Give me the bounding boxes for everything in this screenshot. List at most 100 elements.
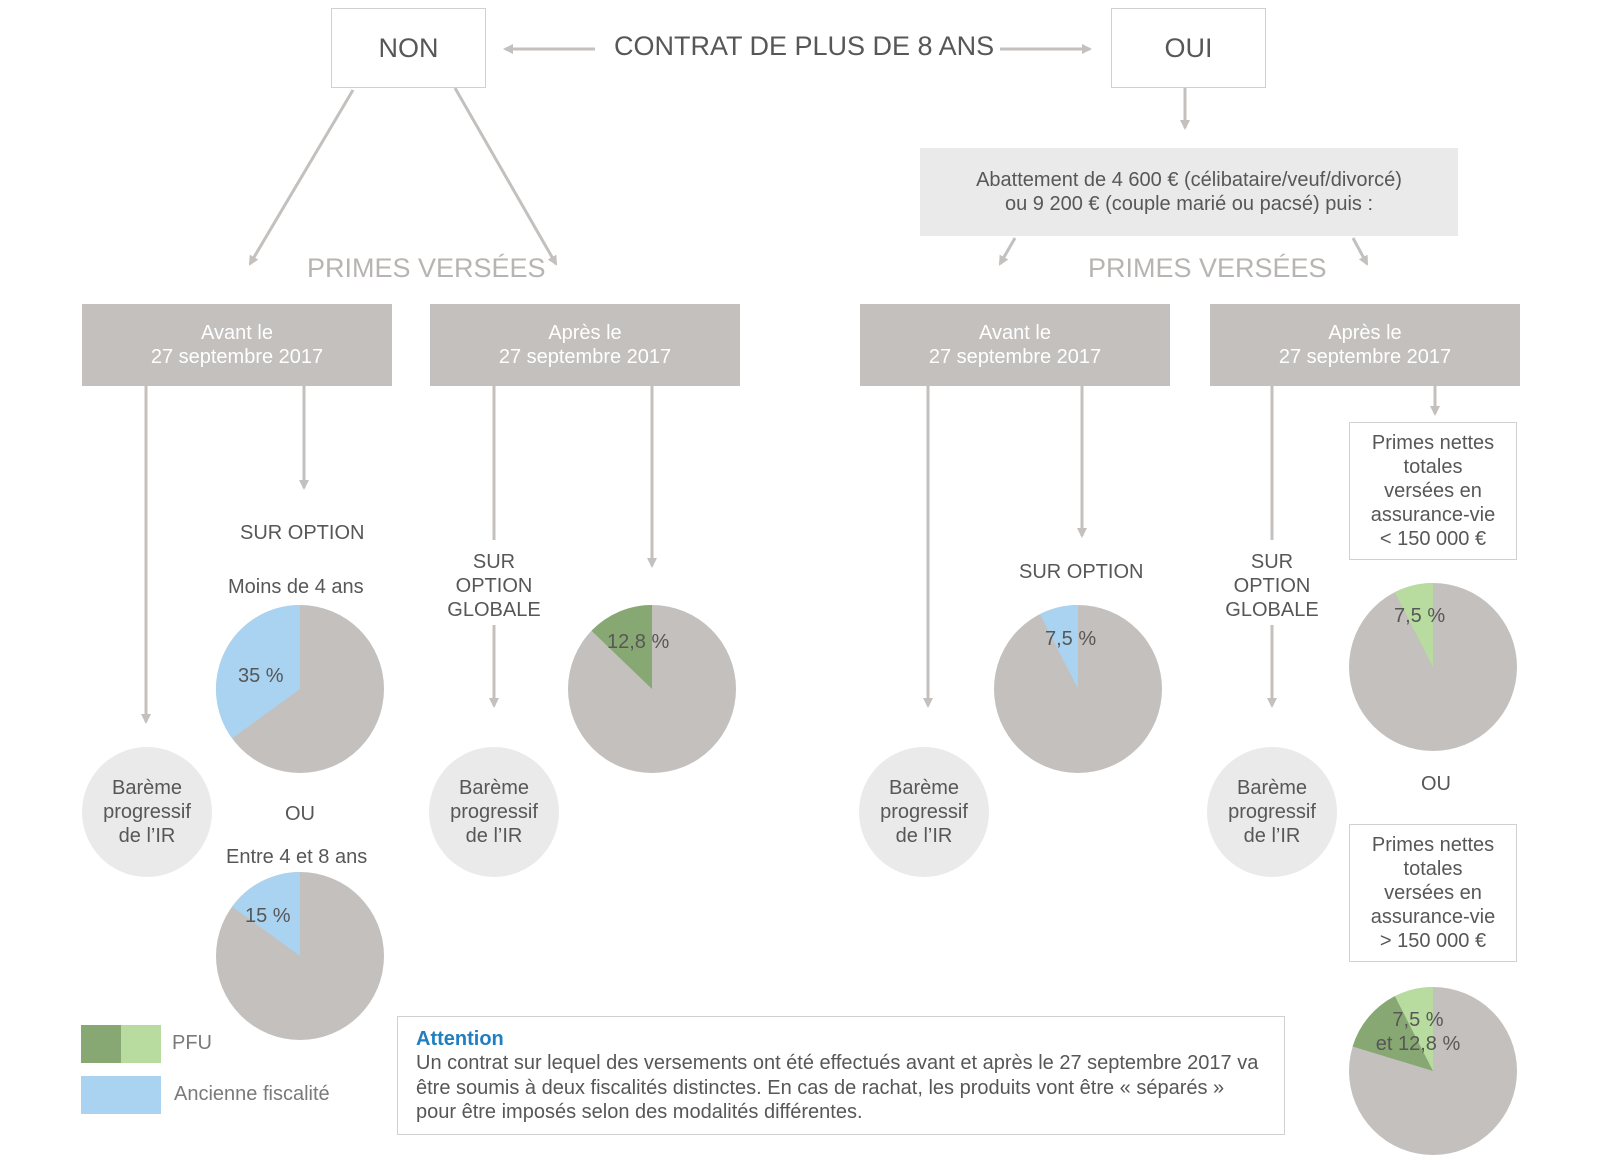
- bareme-line2: progressif: [880, 801, 968, 823]
- pie-label-combo-line1: 7,5 %: [1392, 1009, 1444, 1031]
- pie-6: [1349, 987, 1517, 1155]
- attention-text: Un contrat sur lequel des versements ont…: [416, 1052, 1259, 1124]
- threshold-line: versées en: [1384, 480, 1482, 502]
- sur-word: SUR: [1250, 551, 1294, 573]
- sur-option-label-oui: SUR OPTION: [1019, 561, 1144, 583]
- pie-slice: [591, 605, 652, 689]
- attention-title: Attention: [416, 1028, 504, 1050]
- primes-versees-label-oui: PRIMES VERSÉES: [1088, 253, 1327, 283]
- bareme-bubble-4: Barème progressif de l’IR: [1207, 747, 1337, 877]
- bareme-line3: de l’IR: [1243, 825, 1301, 847]
- period-oui-before: Avant le 27 septembre 2017: [860, 304, 1170, 386]
- pie-slice: [1394, 583, 1433, 667]
- bareme-line1: Barème: [111, 777, 183, 799]
- threshold-line: totales: [1403, 456, 1463, 478]
- threshold-line: assurance-vie: [1370, 504, 1496, 526]
- moins-4-ans-label: Moins de 4 ans: [228, 576, 364, 598]
- arrow-abatt-right: [1351, 237, 1369, 266]
- period-non-after: Après le 27 septembre 2017: [430, 304, 740, 386]
- legend-swatch-pfu-light: [121, 1025, 161, 1063]
- pie-label-combo: 7,5 % et 12,8 %: [1368, 1008, 1468, 1056]
- bareme-bubble-2: Barème progressif de l’IR: [429, 747, 559, 877]
- sur-option-label-non: SUR OPTION: [240, 522, 365, 544]
- bareme-line2: progressif: [1228, 801, 1316, 823]
- threshold-over-box: Primes nettes totales versées en assuran…: [1349, 824, 1517, 962]
- period-line2: 27 septembre 2017: [1278, 346, 1452, 368]
- entre-4-8-ans-label: Entre 4 et 8 ans: [226, 846, 368, 868]
- period-line2: 27 septembre 2017: [150, 346, 324, 368]
- bareme-line2: progressif: [103, 801, 191, 823]
- pie-label-35: 35 %: [238, 665, 284, 687]
- globale-word: GLOBALE: [447, 599, 541, 621]
- arrow-non-right: [453, 87, 558, 266]
- non-box: NON: [331, 8, 486, 88]
- ou-label-non: OU: [285, 803, 315, 825]
- arrow-abatt-left: [998, 237, 1017, 266]
- legend-label-old: Ancienne fiscalité: [174, 1083, 330, 1105]
- pie-label-12-8: 12,8 %: [607, 631, 670, 653]
- bareme-line3: de l’IR: [118, 825, 176, 847]
- bareme-line1: Barème: [888, 777, 960, 799]
- oui-box: OUI: [1111, 8, 1266, 88]
- bareme-line1: Barème: [458, 777, 530, 799]
- ou-label-oui: OU: [1421, 773, 1451, 795]
- question-title: CONTRAT DE PLUS DE 8 ANS: [614, 31, 995, 61]
- pie-slice: [1352, 996, 1433, 1071]
- period-line1: Après le: [1328, 322, 1402, 344]
- option-word: OPTION: [1233, 575, 1311, 597]
- bareme-line1: Barème: [1236, 777, 1308, 799]
- pie-charts: [215, 583, 1517, 1155]
- legend-swatch-pfu-dark: [81, 1025, 121, 1063]
- threshold-line: versées en: [1384, 882, 1482, 904]
- bareme-line3: de l’IR: [895, 825, 953, 847]
- threshold-line: > 150 000 €: [1379, 930, 1487, 952]
- threshold-under-box: Primes nettes totales versées en assuran…: [1349, 422, 1517, 560]
- arrow-non-left: [248, 89, 355, 266]
- threshold-line: Primes nettes: [1371, 432, 1495, 454]
- primes-versees-label-non: PRIMES VERSÉES: [307, 253, 546, 283]
- pie-slice: [1039, 605, 1078, 689]
- sur-word: SUR: [472, 551, 516, 573]
- pie-5: [1349, 583, 1517, 751]
- legend-swatch-old: [81, 1076, 161, 1114]
- oui-label: OUI: [1164, 32, 1213, 63]
- legend-label-pfu: PFU: [172, 1032, 212, 1054]
- pie-1: [215, 605, 384, 773]
- attention-note: Attention Un contrat sur lequel des vers…: [397, 1016, 1285, 1135]
- period-line1: Après le: [548, 322, 622, 344]
- non-label: NON: [378, 32, 439, 63]
- period-line1: Avant le: [979, 322, 1051, 344]
- globale-word: GLOBALE: [1225, 599, 1319, 621]
- threshold-line: totales: [1403, 858, 1463, 880]
- pie-label-7-5-pfu: 7,5 %: [1394, 605, 1446, 627]
- bareme-line3: de l’IR: [465, 825, 523, 847]
- connector-arrows: [141, 44, 1440, 724]
- period-line1: Avant le: [201, 322, 273, 344]
- pie-3: [568, 605, 736, 773]
- pie-slice: [232, 872, 300, 956]
- bareme-bubble-1: Barème progressif de l’IR: [82, 747, 212, 877]
- period-line2: 27 septembre 2017: [928, 346, 1102, 368]
- sur-option-globale-non: SUR OPTION GLOBALE: [424, 550, 564, 622]
- abattement-line2: ou 9 200 € (couple marié ou pacsé) puis …: [1005, 193, 1373, 215]
- abattement-line1: Abattement de 4 600 € (célibataire/veuf/…: [976, 169, 1402, 191]
- pie-4: [994, 605, 1162, 773]
- pie-label-7-5-old: 7,5 %: [1045, 628, 1097, 650]
- bareme-line2: progressif: [450, 801, 538, 823]
- pie-label-15: 15 %: [245, 905, 291, 927]
- pie-label-combo-line2: et 12,8 %: [1375, 1033, 1461, 1055]
- period-line2: 27 septembre 2017: [498, 346, 672, 368]
- pie-slice: [1394, 987, 1433, 1071]
- threshold-line: assurance-vie: [1370, 906, 1496, 928]
- period-non-before: Avant le 27 septembre 2017: [82, 304, 392, 386]
- period-oui-after: Après le 27 septembre 2017: [1210, 304, 1520, 386]
- threshold-line: Primes nettes: [1371, 834, 1495, 856]
- bareme-bubble-3: Barème progressif de l’IR: [859, 747, 989, 877]
- option-word: OPTION: [455, 575, 533, 597]
- sur-option-globale-oui: SUR OPTION GLOBALE: [1202, 550, 1342, 622]
- abattement-box: Abattement de 4 600 € (célibataire/veuf/…: [920, 148, 1458, 236]
- threshold-line: < 150 000 €: [1379, 528, 1487, 550]
- pie-2: [216, 872, 384, 1040]
- pie-slice: [215, 605, 300, 739]
